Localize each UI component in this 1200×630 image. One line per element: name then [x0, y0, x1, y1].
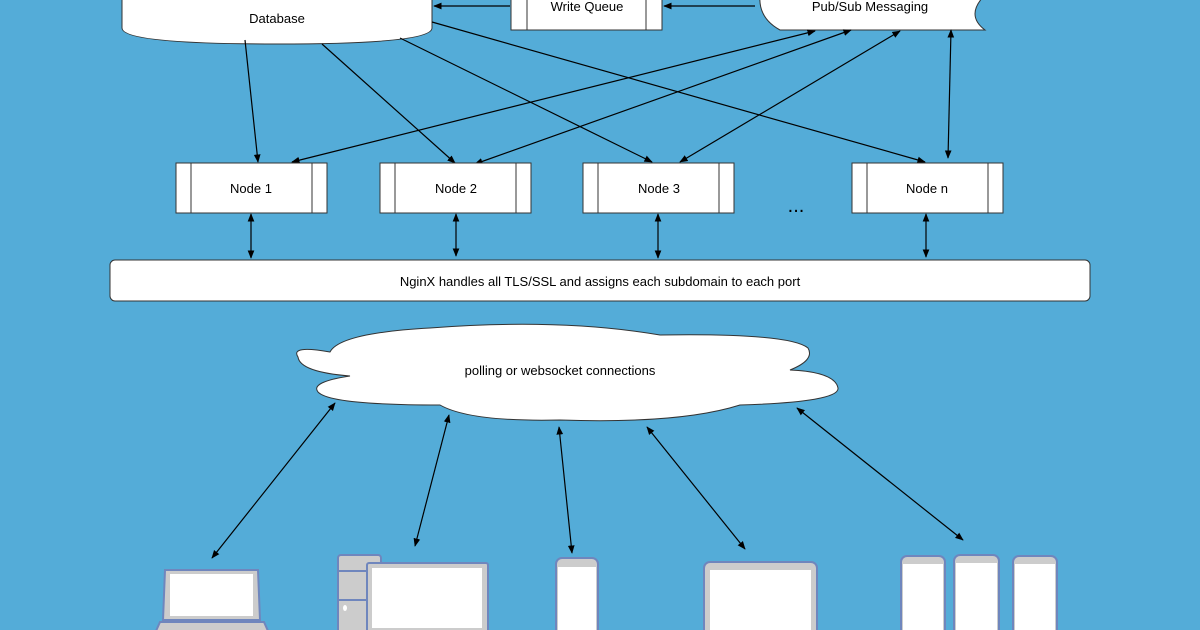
node-3-label: Node 3 — [638, 181, 680, 196]
tablet-icon — [703, 561, 818, 630]
write-queue-node: Write Queue — [510, 0, 663, 31]
connections-cloud: polling or websocket connections — [296, 323, 839, 422]
node-1-label: Node 1 — [230, 181, 272, 196]
node-n: Node n — [851, 162, 1004, 214]
pubsub-node: Pub/Sub Messaging — [759, 0, 987, 31]
node-2: Node 2 — [379, 162, 532, 214]
connector-lines — [211, 2, 964, 559]
laptop-icon — [155, 569, 269, 630]
pubsub-label: Pub/Sub Messaging — [812, 0, 928, 14]
database-node: Database — [121, 0, 433, 45]
write-queue-label: Write Queue — [551, 0, 624, 14]
node-n-label: Node n — [906, 181, 948, 196]
database-label: Database — [249, 11, 305, 26]
cloud-label: polling or websocket connections — [465, 363, 656, 378]
nginx-box: NginX handles all TLS/SSL and assigns ea… — [109, 259, 1091, 302]
phone-icon — [555, 557, 599, 630]
nginx-label: NginX handles all TLS/SSL and assigns ea… — [400, 274, 801, 289]
node-2-label: Node 2 — [435, 181, 477, 196]
ellipsis: ... — [788, 195, 805, 217]
node-1: Node 1 — [175, 162, 328, 214]
node-3: Node 3 — [582, 162, 735, 214]
desktop-icon — [337, 554, 489, 630]
phones-icon — [900, 554, 1058, 630]
